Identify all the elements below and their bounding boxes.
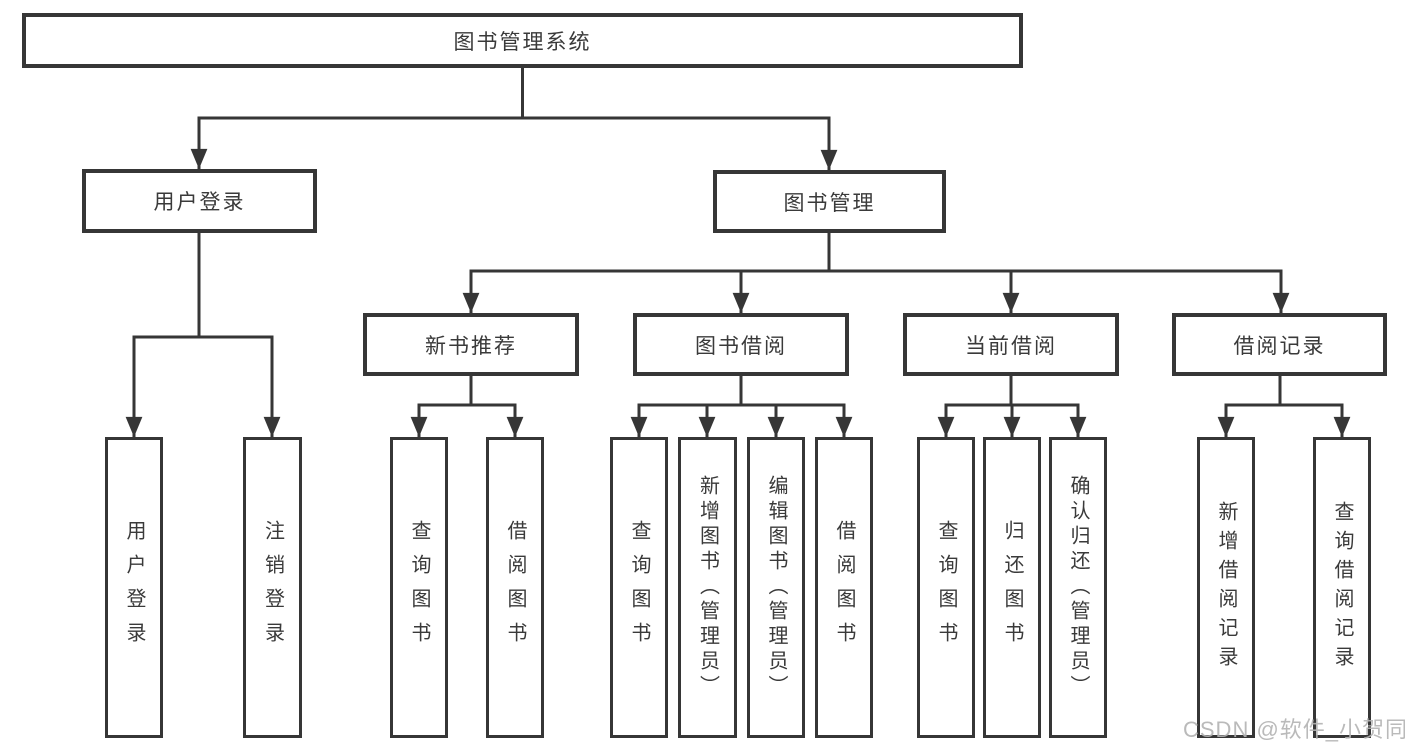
leaf-add-borrow-record: 新增借阅记录 [1197, 437, 1255, 738]
node-book-borrow: 图书借阅 [633, 313, 849, 376]
node-book-management-label: 图书管理 [783, 191, 876, 215]
leaf-edit-book-admin: 编辑图书（管理员） [747, 437, 805, 738]
csdn-watermark: CSDN @软件_小贺同学 [1183, 717, 1405, 742]
leaf-add-book-admin: 新增图书（管理员） [678, 437, 737, 738]
node-new-book-recommend: 新书推荐 [363, 313, 579, 376]
node-root: 图书管理系统 [22, 13, 1023, 68]
leaf-user-login: 用户登录 [105, 437, 163, 738]
node-new-book-recommend-label: 新书推荐 [425, 334, 517, 358]
node-borrow-record-label: 借阅记录 [1233, 334, 1326, 358]
node-user-login: 用户登录 [82, 169, 317, 233]
node-book-borrow-label: 图书借阅 [695, 334, 787, 358]
leaf-borrow-book: 借阅图书 [815, 437, 873, 738]
leaf-confirm-return-admin: 确认归还（管理员） [1049, 437, 1107, 738]
leaf-logout: 注销登录 [243, 437, 302, 738]
node-current-borrow: 当前借阅 [903, 313, 1119, 376]
leaf-query-book-borrow: 查询图书 [610, 437, 668, 738]
node-user-login-label: 用户登录 [153, 191, 246, 214]
node-root-label: 图书管理系统 [453, 30, 592, 54]
leaf-query-book-recommend: 查询图书 [390, 437, 448, 738]
leaf-return-book: 归还图书 [983, 437, 1041, 738]
node-book-management: 图书管理 [713, 170, 946, 233]
leaf-borrow-book-recommend: 借阅图书 [486, 437, 544, 738]
node-borrow-record: 借阅记录 [1172, 313, 1387, 376]
leaf-query-book-current: 查询图书 [917, 437, 975, 738]
leaf-query-borrow-record: 查询借阅记录 [1313, 437, 1371, 738]
node-current-borrow-label: 当前借阅 [965, 334, 1057, 358]
